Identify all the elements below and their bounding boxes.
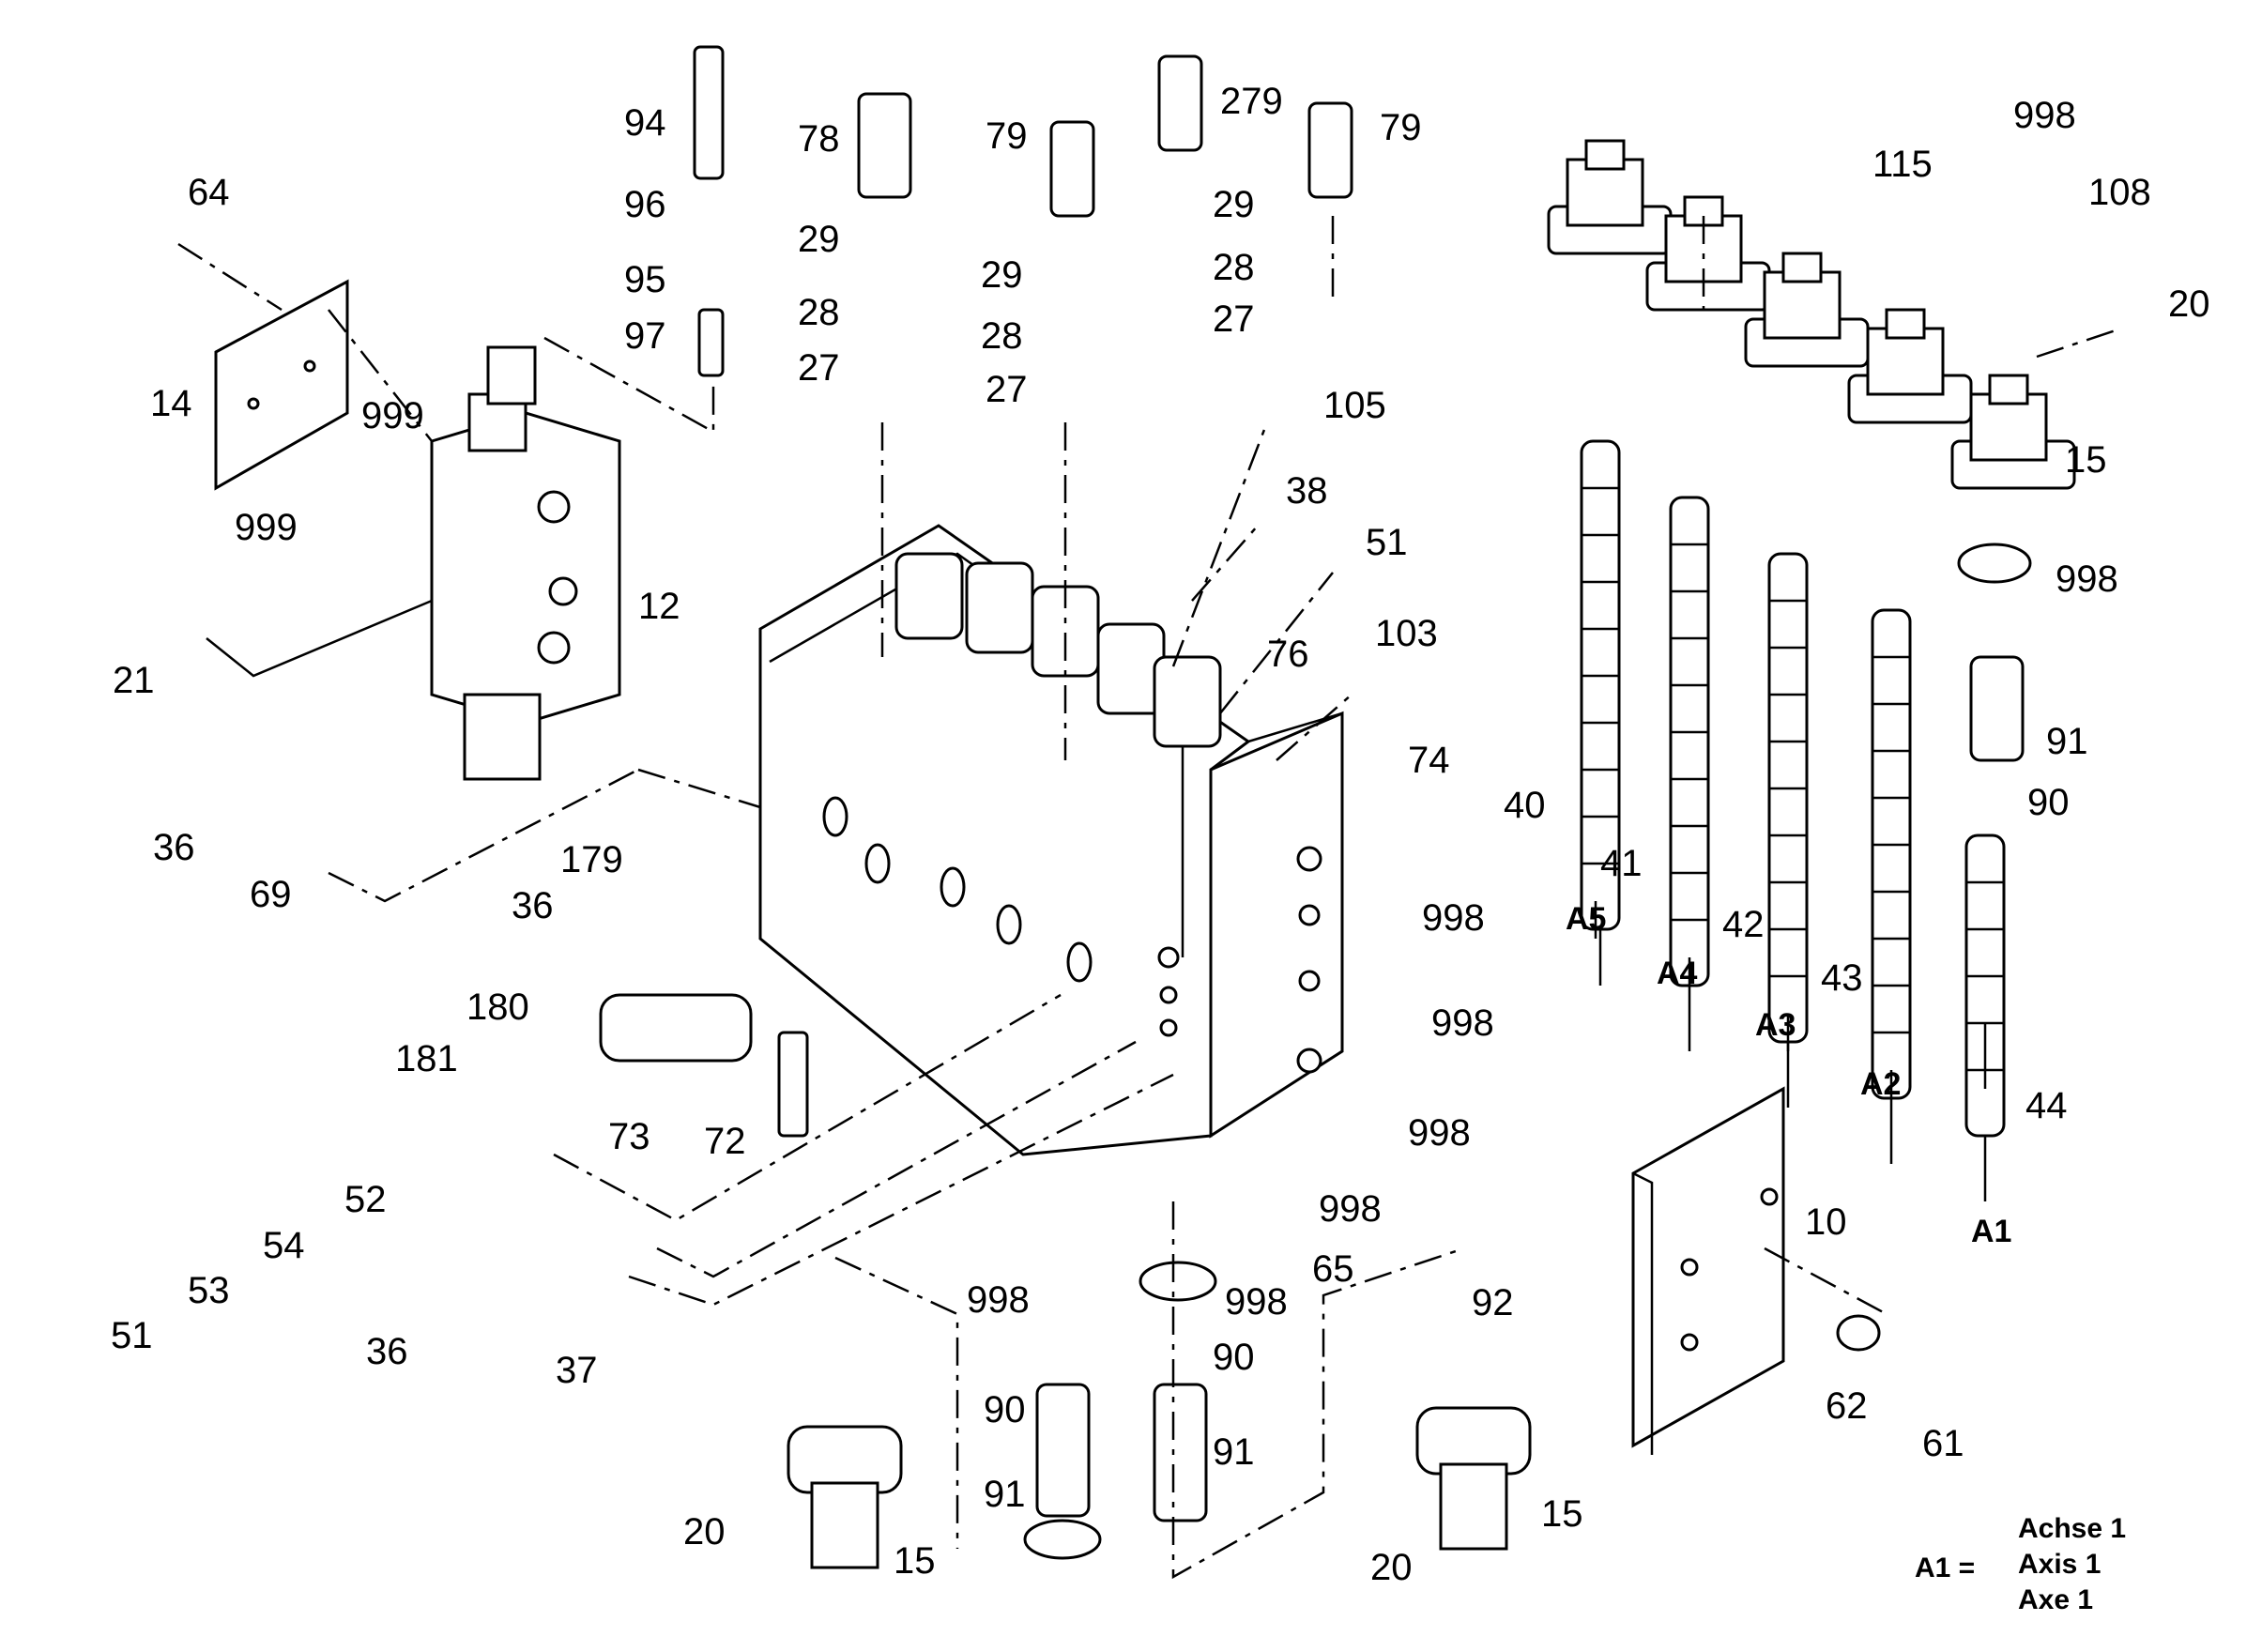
part-label-51: 51 bbox=[111, 1315, 153, 1356]
part-label-103: 103 bbox=[1375, 613, 1438, 654]
part-label-29: 29 bbox=[981, 254, 1023, 296]
part-label-28: 28 bbox=[981, 315, 1023, 357]
part-label-95: 95 bbox=[624, 259, 666, 300]
block-spool-bores bbox=[822, 796, 1322, 1074]
part-label-15: 15 bbox=[894, 1540, 936, 1582]
part-label-15: 15 bbox=[2065, 439, 2107, 481]
spool-stacks bbox=[1580, 439, 2006, 1164]
part-label-76: 76 bbox=[1267, 634, 1309, 675]
part-label-90: 90 bbox=[984, 1389, 1026, 1430]
solenoid-housings bbox=[1547, 139, 2076, 490]
part-label-90: 90 bbox=[2027, 782, 2070, 823]
part-label-64: 64 bbox=[188, 172, 230, 213]
part-label-999: 999 bbox=[361, 395, 424, 436]
part-label-20: 20 bbox=[2168, 283, 2210, 325]
part-label-54: 54 bbox=[263, 1225, 305, 1266]
part-label-44: 44 bbox=[2025, 1085, 2068, 1126]
axis-label-a2: A2 bbox=[1860, 1066, 1902, 1102]
part-label-108: 108 bbox=[2088, 172, 2151, 213]
part-label-69: 69 bbox=[250, 874, 292, 915]
part-label-97: 97 bbox=[624, 315, 666, 357]
part-label-29: 29 bbox=[1213, 184, 1255, 225]
part-label-29: 29 bbox=[798, 219, 840, 260]
part-label-998: 998 bbox=[1319, 1188, 1382, 1230]
part-label-91: 91 bbox=[1213, 1431, 1255, 1473]
leader-lines bbox=[177, 216, 2122, 1580]
part-label-36: 36 bbox=[366, 1331, 408, 1372]
part-label-36: 36 bbox=[512, 885, 554, 926]
legend-line-2: Axis 1 bbox=[2018, 1549, 2102, 1580]
main-valve-block bbox=[758, 524, 1344, 1156]
part-label-36: 36 bbox=[153, 827, 195, 868]
cover-plate-14 bbox=[214, 279, 349, 491]
part-label-91: 91 bbox=[2046, 721, 2088, 762]
part-label-40: 40 bbox=[1504, 785, 1546, 826]
legend-line-1: Achse 1 bbox=[2018, 1513, 2127, 1544]
bottom-assemblies bbox=[599, 993, 1532, 1569]
part-label-279: 279 bbox=[1220, 81, 1283, 122]
part-label-115: 115 bbox=[1872, 144, 1933, 185]
part-label-52: 52 bbox=[344, 1179, 387, 1220]
part-label-998: 998 bbox=[1408, 1112, 1471, 1154]
part-label-43: 43 bbox=[1821, 957, 1863, 999]
legend-key: A1 = bbox=[1915, 1553, 1976, 1583]
part-label-96: 96 bbox=[624, 184, 666, 225]
part-label-105: 105 bbox=[1323, 385, 1386, 426]
part-label-53: 53 bbox=[188, 1270, 230, 1311]
side-section-12 bbox=[430, 345, 621, 781]
part-label-90: 90 bbox=[1213, 1337, 1255, 1378]
part-label-998: 998 bbox=[1225, 1281, 1288, 1323]
part-label-999: 999 bbox=[235, 507, 298, 548]
axis-label-a4: A4 bbox=[1657, 956, 1698, 991]
part-label-998: 998 bbox=[1422, 897, 1485, 939]
part-label-94: 94 bbox=[624, 102, 666, 144]
part-label-91: 91 bbox=[984, 1474, 1026, 1515]
part-label-998: 998 bbox=[2013, 95, 2076, 136]
part-label-179: 179 bbox=[560, 839, 623, 880]
part-label-27: 27 bbox=[986, 369, 1028, 410]
part-label-180: 180 bbox=[466, 987, 529, 1028]
part-label-79: 79 bbox=[1380, 107, 1422, 148]
top-cartridges bbox=[693, 45, 1353, 377]
part-label-28: 28 bbox=[1213, 247, 1255, 288]
part-label-27: 27 bbox=[1213, 298, 1255, 340]
part-label-27: 27 bbox=[798, 347, 840, 389]
part-label-51: 51 bbox=[1366, 522, 1408, 563]
part-label-15: 15 bbox=[1541, 1493, 1583, 1535]
part-label-20: 20 bbox=[683, 1511, 726, 1553]
part-label-12: 12 bbox=[638, 586, 680, 627]
part-label-998: 998 bbox=[2056, 558, 2118, 600]
axis-label-a5: A5 bbox=[1566, 901, 1607, 937]
part-label-14: 14 bbox=[150, 383, 192, 424]
part-label-62: 62 bbox=[1826, 1385, 1868, 1427]
part-label-998: 998 bbox=[1431, 1002, 1494, 1044]
axis-label-a1: A1 bbox=[1971, 1214, 2012, 1249]
part-label-20: 20 bbox=[1370, 1547, 1413, 1588]
cover-plate-10 bbox=[1631, 1086, 1785, 1455]
part-label-10: 10 bbox=[1805, 1201, 1847, 1243]
part-label-79: 79 bbox=[986, 115, 1028, 157]
part-label-42: 42 bbox=[1722, 904, 1765, 945]
part-label-92: 92 bbox=[1472, 1282, 1514, 1323]
part-label-72: 72 bbox=[704, 1121, 746, 1162]
part-label-998: 998 bbox=[967, 1279, 1030, 1321]
part-label-21: 21 bbox=[113, 660, 155, 701]
part-label-74: 74 bbox=[1408, 740, 1450, 781]
part-label-38: 38 bbox=[1286, 470, 1328, 512]
part-label-41: 41 bbox=[1600, 843, 1643, 884]
part-label-61: 61 bbox=[1922, 1423, 1964, 1464]
part-label-37: 37 bbox=[556, 1350, 598, 1391]
part-label-28: 28 bbox=[798, 292, 840, 333]
springs-rings bbox=[1023, 543, 2032, 1560]
part-label-65: 65 bbox=[1312, 1248, 1354, 1290]
part-label-181: 181 bbox=[395, 1038, 458, 1079]
legend-line-3: Axe 1 bbox=[2018, 1584, 2094, 1615]
part-label-73: 73 bbox=[608, 1116, 650, 1157]
part-label-78: 78 bbox=[798, 118, 840, 160]
axis-label-a3: A3 bbox=[1755, 1007, 1796, 1043]
